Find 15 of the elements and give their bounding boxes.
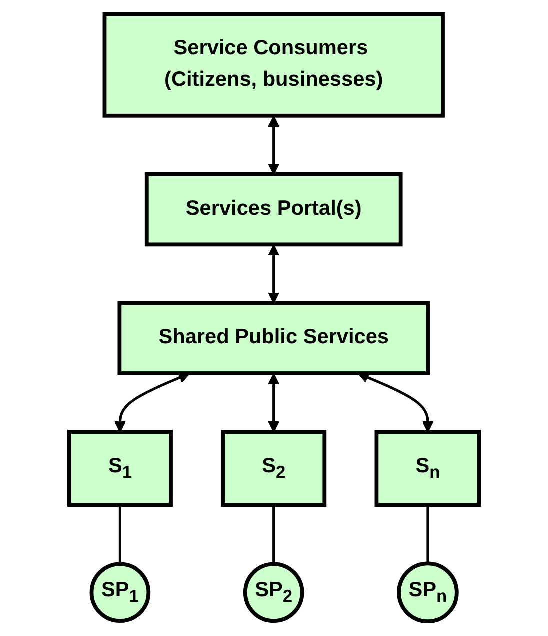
node-circle: SP$_{n}$ bbox=[396, 562, 459, 624]
node-box: S$_{1}$ bbox=[67, 430, 173, 508]
arrow bbox=[268, 244, 280, 304]
arrow bbox=[268, 116, 280, 175]
node-box: S$_{2}$ bbox=[220, 430, 326, 508]
node-box: Services Portal(s) bbox=[144, 172, 402, 247]
connector bbox=[118, 505, 122, 564]
connector bbox=[272, 505, 275, 564]
connector bbox=[426, 505, 429, 564]
node-circle: SP$_{2}$ bbox=[243, 562, 304, 624]
arrow bbox=[268, 374, 280, 433]
node-circle: SP$_{1}$ bbox=[89, 562, 150, 624]
node-box: Service Consumers (Citizens, businesses) bbox=[102, 12, 445, 118]
node-box: Shared Public Services bbox=[117, 301, 430, 376]
node-box: S$_{n}$ bbox=[374, 430, 481, 508]
